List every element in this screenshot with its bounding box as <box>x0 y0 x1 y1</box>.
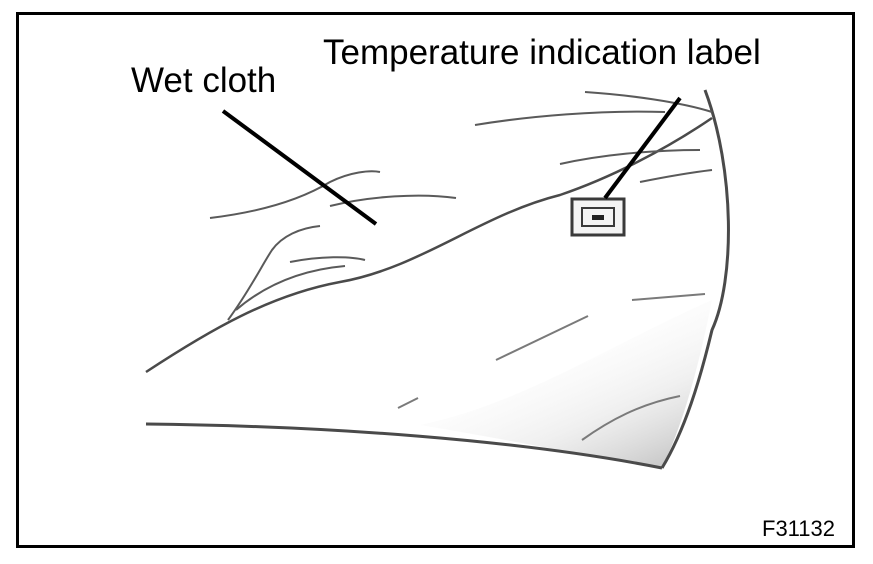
wet-cloth-callout: Wet cloth <box>131 61 277 100</box>
cloth-fold <box>235 265 346 311</box>
glass-reflection <box>581 395 681 441</box>
cloth-fold <box>209 170 381 219</box>
windshield-bottom-edge <box>145 422 663 470</box>
cloth-fold <box>289 256 366 263</box>
figure-code: F31132 <box>762 516 835 541</box>
cloth-fold <box>474 110 666 126</box>
temperature-label-leader-line <box>603 96 682 200</box>
temperature-indication-label-sticker <box>570 197 626 237</box>
cloth-fold <box>639 169 713 183</box>
temperature-indication-label-callout: Temperature indication label <box>323 33 761 72</box>
cloth-fold <box>559 149 701 165</box>
cloth-fold <box>227 225 321 321</box>
glass-reflection <box>397 397 419 409</box>
figure-frame <box>16 12 855 548</box>
glass-reflection <box>631 293 706 301</box>
wet-cloth-leader-line <box>221 109 378 226</box>
cloth-fold <box>329 194 457 207</box>
glass-shading <box>420 300 712 468</box>
cloth-main-edge <box>145 116 713 374</box>
windshield-right-edge <box>660 89 730 469</box>
glass-reflection <box>495 315 589 361</box>
cloth-fold <box>584 91 713 113</box>
